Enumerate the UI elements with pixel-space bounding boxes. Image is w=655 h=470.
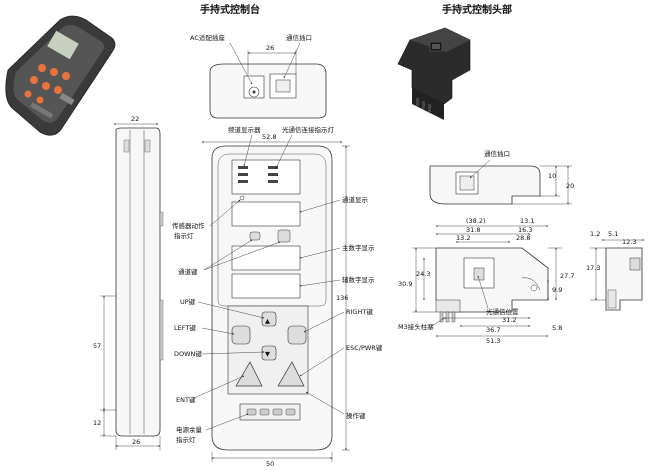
dim-9-9: 9.9	[552, 286, 562, 294]
dim-1-2: 1.2	[590, 230, 600, 238]
head-front-view: (38.2) 13.1 31.8 16.3 13.2 28.8 30.9 24.…	[398, 217, 574, 345]
dim-50: 50	[266, 460, 274, 468]
dim-24-3: 24.3	[416, 270, 430, 278]
label-sensor-lamp-2: 指示灯	[174, 231, 194, 240]
dim-28-8: 28.8	[516, 234, 530, 242]
label-m3-post: M3接头柱塞	[398, 322, 434, 331]
label-left-key: LEFT键	[174, 323, 196, 332]
dim-12: 12	[93, 419, 101, 427]
dim-52-8: 52.8	[262, 133, 276, 141]
dim-38-2: (38.2)	[466, 217, 486, 225]
dim-10: 10	[548, 172, 556, 180]
dim-30-9: 30.9	[398, 280, 412, 288]
dim-17-3: 17.3	[586, 264, 600, 272]
dim-5-8: 5.8	[552, 324, 562, 332]
label-light-comm-pos: 光通信位置	[486, 307, 519, 316]
dim-13-1: 13.1	[520, 217, 534, 225]
svg-text:▼: ▼	[265, 350, 270, 358]
label-up-key: UP键	[180, 297, 196, 306]
label-comm-port-head: 通信插口	[484, 149, 510, 158]
dim-20: 20	[566, 182, 574, 190]
console-photo	[5, 15, 116, 136]
head-photo	[397, 27, 471, 120]
label-channel-display: 通道显示	[342, 195, 369, 204]
dim-31-8: 31.8	[466, 226, 480, 234]
svg-text:▲: ▲	[265, 317, 270, 325]
label-down-key: DOWN键	[174, 349, 202, 358]
label-main-digit: 主数字显示	[342, 243, 375, 252]
dim-36-7: 36.7	[486, 326, 500, 334]
dim-57: 57	[93, 342, 101, 350]
dim-26-bottom: 26	[132, 438, 140, 446]
dim-5-1: 5.1	[608, 230, 618, 238]
dim-22: 22	[131, 115, 139, 123]
side-view: 22 57 12 26	[93, 115, 164, 450]
label-right-key: RIGHT键	[346, 307, 373, 316]
dim-13-2: 13.2	[456, 234, 470, 242]
console-title: 手持式控制台	[200, 3, 260, 16]
head-top-view: 通信插口 10 20	[429, 149, 574, 205]
top-view: 26 AC适配插座 通信插口	[190, 33, 327, 119]
label-ent-key: ENT键	[176, 395, 196, 404]
label-esc-key: ESC/PWR键	[346, 343, 383, 352]
front-view: 52.8 ▲ ▼ 136 50	[172, 125, 383, 468]
label-ac-adapter: AC适配插座	[190, 33, 225, 42]
dim-27-7: 27.7	[560, 272, 574, 280]
label-channel-lamp: 频道显示器	[228, 125, 261, 134]
dim-16-3: 16.3	[518, 226, 532, 234]
label-battery-2: 指示灯	[176, 435, 196, 444]
label-op-key: 操作键	[346, 411, 366, 420]
label-battery-1: 电源余量	[176, 425, 203, 434]
head-title: 手持式控制头部	[442, 3, 512, 16]
dim-26-top: 26	[266, 44, 274, 52]
dim-31-2: 31.2	[502, 316, 516, 324]
dim-51-3: 51.3	[486, 337, 500, 345]
dim-136: 136	[336, 294, 348, 302]
label-sensor-lamp-1: 传感器动作	[172, 221, 205, 230]
label-comm-port-top: 通信插口	[286, 33, 312, 42]
label-light-comm-lamp: 光通信连接指示灯	[282, 125, 335, 134]
label-sub-digit: 辅数字显示	[342, 275, 375, 284]
label-channel-key: 通道键	[178, 267, 198, 276]
dim-12-3: 12.3	[622, 238, 636, 246]
head-side-view: 1.2 5.1 12.3 17.3	[586, 230, 645, 311]
